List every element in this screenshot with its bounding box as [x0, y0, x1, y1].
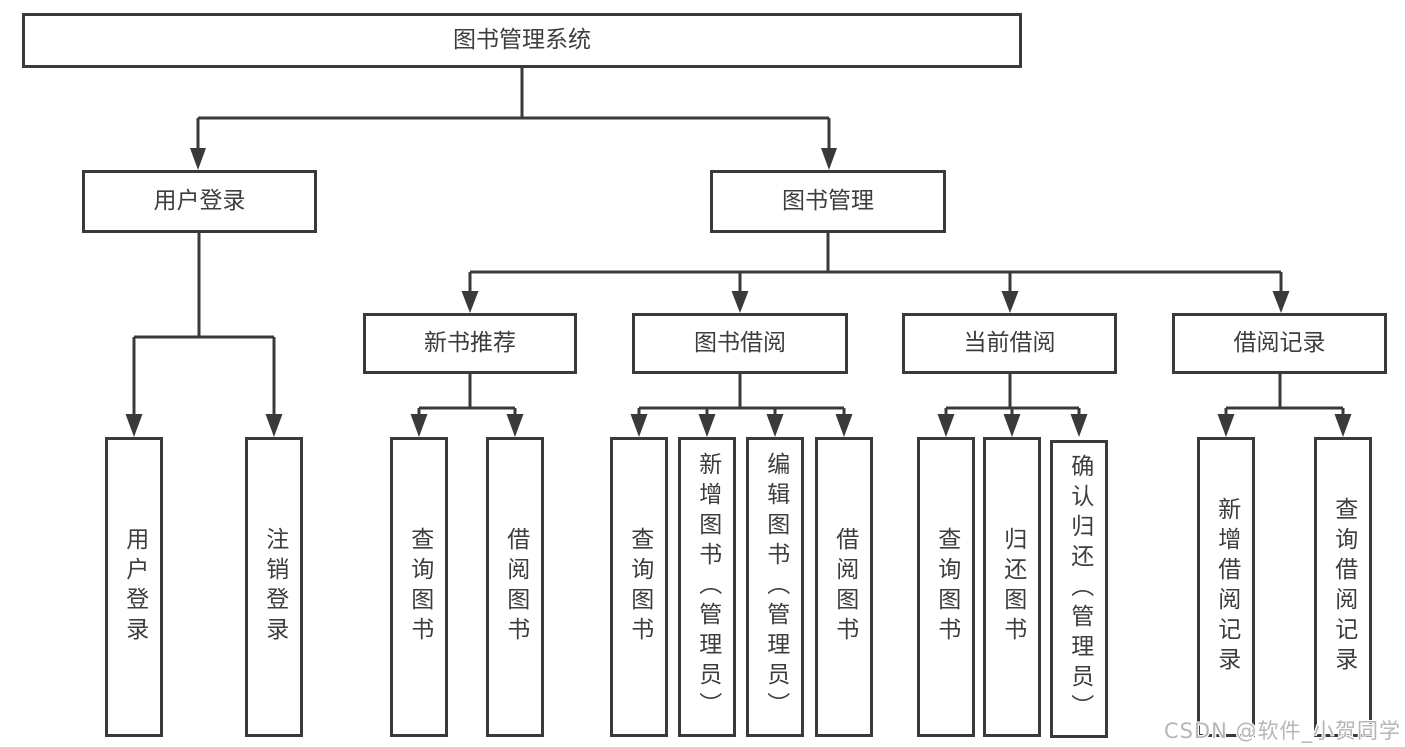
node-add-book-admin: 新增图书（管理员）	[678, 437, 736, 737]
node-borrow-books: 借阅图书	[815, 437, 873, 737]
node-return-books: 归还图书	[983, 437, 1041, 737]
node-user-login-branch: 用户登录	[82, 170, 317, 233]
node-query-books-current: 查询图书	[917, 437, 975, 737]
node-new-book-recommendation: 新书推荐	[363, 313, 577, 374]
node-book-borrowing: 图书借阅	[632, 313, 848, 374]
watermark: CSDN @软件_小贺同学	[1163, 719, 1401, 743]
node-user-login: 用户登录	[105, 437, 163, 737]
node-current-borrowing: 当前借阅	[902, 313, 1117, 374]
node-edit-book-admin: 编辑图书（管理员）	[746, 437, 804, 737]
node-library-management-system: 图书管理系统	[22, 13, 1022, 68]
node-query-borrow-record: 查询借阅记录	[1314, 437, 1372, 737]
node-confirm-return-admin: 确认归还（管理员）	[1050, 440, 1108, 738]
node-borrow-books-recommend: 借阅图书	[486, 437, 544, 737]
node-borrowing-records: 借阅记录	[1172, 313, 1387, 374]
node-add-borrow-record: 新增借阅记录	[1197, 437, 1255, 737]
node-query-books-recommend: 查询图书	[390, 437, 448, 737]
node-book-management-branch: 图书管理	[710, 170, 946, 233]
node-logout-login: 注销登录	[245, 437, 303, 737]
node-query-books-borrowing: 查询图书	[610, 437, 668, 737]
